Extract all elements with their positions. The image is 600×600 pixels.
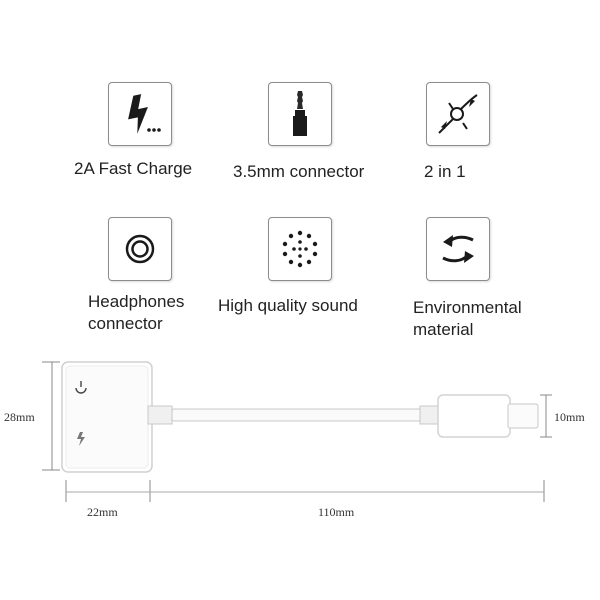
arrows-icon: [442, 235, 474, 263]
height-dimension-label: 28mm: [4, 410, 35, 424]
charge-port-symbol: [77, 432, 85, 446]
headphone-port-icon: [125, 234, 155, 264]
plug-height-dimension-label: 10mm: [554, 410, 585, 424]
two-in-one-label: 2 in 1: [424, 162, 466, 181]
environment-label-line2: material: [413, 320, 474, 339]
strain-relief-right: [419, 405, 441, 425]
strain-relief-left: [147, 405, 173, 425]
connector-icon-box: [268, 82, 332, 146]
sound-icon-box: [268, 217, 332, 281]
headphones-label-line1: Headphones: [88, 292, 185, 311]
sound-dots-icon: [282, 230, 318, 268]
plug-housing: [437, 394, 511, 438]
headphone-port-symbol: [75, 387, 87, 394]
sound-label: High quality sound: [218, 296, 358, 315]
fast-charge-label: 2A Fast Charge: [74, 159, 193, 178]
two-in-one-icon: [438, 94, 478, 134]
cable: [171, 408, 423, 422]
environment-icon-box: [426, 217, 490, 281]
connector-label: 3.5mm connector: [233, 162, 365, 181]
cable-length-dimension-label: 110mm: [318, 505, 355, 519]
plug-connector: [507, 403, 539, 429]
headphones-icon-box: [108, 217, 172, 281]
body-length-dimension-label: 22mm: [87, 505, 118, 519]
audio-jack-icon: [293, 91, 307, 136]
adapter-diagram: [42, 361, 552, 502]
fast-charge-icon-box: [108, 82, 172, 146]
lightning-icon: [128, 94, 161, 134]
two-in-one-icon-box: [426, 82, 490, 146]
headphones-label-line2: connector: [88, 314, 163, 333]
environment-label-line1: Environmental: [413, 298, 522, 317]
adapter-face: [65, 365, 149, 469]
